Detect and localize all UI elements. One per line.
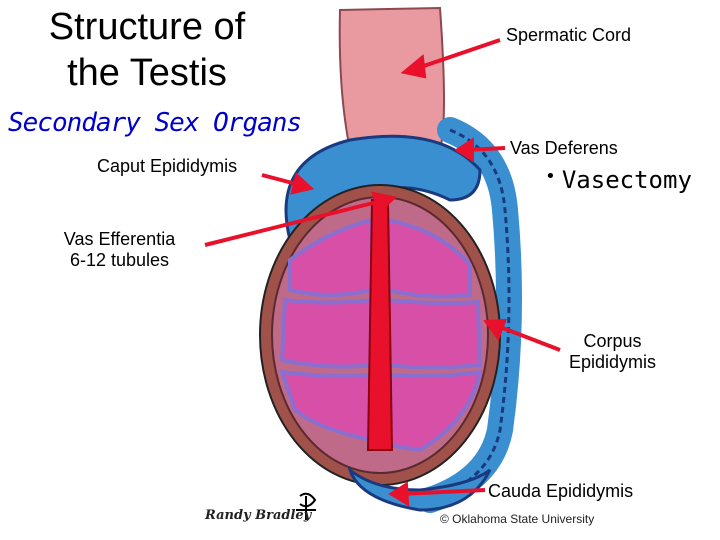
credit-author: Randy Bradley xyxy=(205,508,312,523)
rete-testis xyxy=(366,199,394,451)
author-logo-icon xyxy=(296,492,317,520)
diagram-title: Structure of the Testis xyxy=(8,4,286,96)
label-vasectomy: Vasectomy xyxy=(561,166,692,194)
label-vas-efferentia: Vas Efferentia 6-12 tubules xyxy=(52,229,187,271)
title-line-2: the Testis xyxy=(67,52,227,94)
title-line-1: Structure of xyxy=(48,6,246,48)
label-vas-deferens: Vas Deferens xyxy=(510,138,618,158)
diagram-subtitle: Secondary Sex Organs xyxy=(8,108,302,138)
label-spermatic-cord: Spermatic Cord xyxy=(506,25,632,45)
bullet-vasectomy: •Vasectomy xyxy=(545,166,692,194)
label-cauda-epididymis: Cauda Epididymis xyxy=(488,481,634,501)
label-corpus-line2: Epididymis xyxy=(568,352,657,372)
label-caput-epididymis: Caput Epididymis xyxy=(97,156,238,176)
label-corpus-line1: Corpus xyxy=(583,331,642,351)
label-vas-efferentia-line1: Vas Efferentia xyxy=(63,229,176,249)
pointer-arrows xyxy=(204,38,561,507)
label-vas-efferentia-line2: 6-12 tubules xyxy=(69,250,170,270)
bullet-icon: • xyxy=(545,166,556,187)
credit-copyright: © Oklahoma State University xyxy=(440,512,595,526)
spermatic-cord-shape xyxy=(338,6,445,151)
label-corpus-epididymis: Corpus Epididymis xyxy=(555,331,670,373)
